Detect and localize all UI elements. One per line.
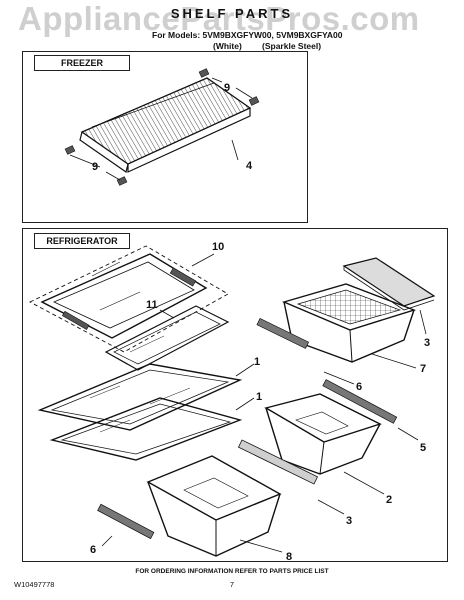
deli-pan	[264, 393, 382, 475]
callout-8: 8	[286, 551, 292, 563]
glass-shelf-insert	[104, 305, 230, 371]
refrigerator-label: REFRIGERATOR	[34, 233, 130, 249]
callout-4: 4	[246, 160, 253, 172]
glass-shelf-lower	[49, 397, 243, 461]
pan-rail-lower	[97, 503, 155, 540]
crisper-pan-upper	[281, 283, 417, 363]
freezer-leader-lines	[69, 77, 253, 181]
crisper-pan-lower	[146, 455, 282, 557]
callout-3-top: 3	[424, 337, 430, 349]
pan-rail-right	[322, 379, 398, 424]
variant-steel: (Sparkle Steel)	[262, 41, 322, 51]
variant-white: (White)	[213, 41, 242, 51]
glass-shelf-assembly	[40, 253, 208, 339]
callout-6-lower: 6	[90, 544, 96, 556]
callout-1-lower: 1	[256, 391, 262, 403]
models-line: For Models: 5VM9BXGFYW00, 5VM9BXGFYA00	[152, 30, 343, 40]
callout-9-top: 9	[224, 82, 230, 94]
callout-7: 7	[420, 363, 426, 375]
pan-cover	[342, 257, 436, 311]
document-number: W10497778	[14, 580, 55, 589]
shelf-support-clip	[64, 68, 260, 186]
freezer-section	[22, 51, 308, 223]
pan-cover-lower	[237, 439, 319, 485]
callout-5: 5	[420, 442, 426, 454]
callout-1-upper: 1	[254, 356, 260, 368]
page-number: 7	[229, 580, 235, 589]
wire-shelf	[79, 77, 252, 173]
callout-9-bottom: 9	[92, 161, 98, 173]
refrigerator-section	[22, 228, 448, 562]
freezer-label: FREEZER	[34, 55, 130, 71]
ordering-reference: FOR ORDERING INFORMATION REFER TO PARTS …	[135, 568, 329, 575]
callout-6-middle: 6	[356, 381, 362, 393]
callout-2: 2	[386, 494, 392, 506]
callout-11: 11	[146, 299, 158, 311]
shelf-assembly-outline	[29, 245, 229, 353]
callout-3-lower: 3	[346, 515, 352, 527]
glass-shelf-upper	[37, 363, 243, 431]
watermark: AppliancePartsPros.com	[18, 0, 420, 37]
callout-10: 10	[212, 241, 224, 253]
page-title: SHELF PARTS	[170, 6, 294, 21]
pan-rail-middle	[256, 317, 310, 349]
